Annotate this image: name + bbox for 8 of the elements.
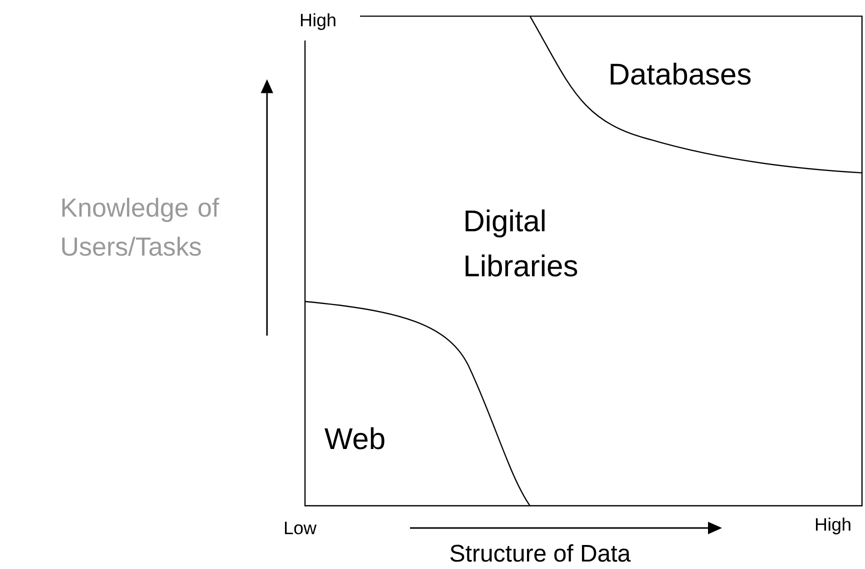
region-label: Databases	[610, 62, 751, 85]
region-label: Digital Libraries	[466, 209, 578, 276]
axis-title: Structure of Data	[450, 544, 631, 562]
axis-end-label: Low	[284, 522, 317, 534]
region-label: Web	[324, 427, 384, 450]
axis-end-label: High	[300, 13, 336, 30]
axis-end-label: High	[816, 518, 850, 534]
axis-title: Knowledge of Users/Tasks	[62, 198, 220, 256]
